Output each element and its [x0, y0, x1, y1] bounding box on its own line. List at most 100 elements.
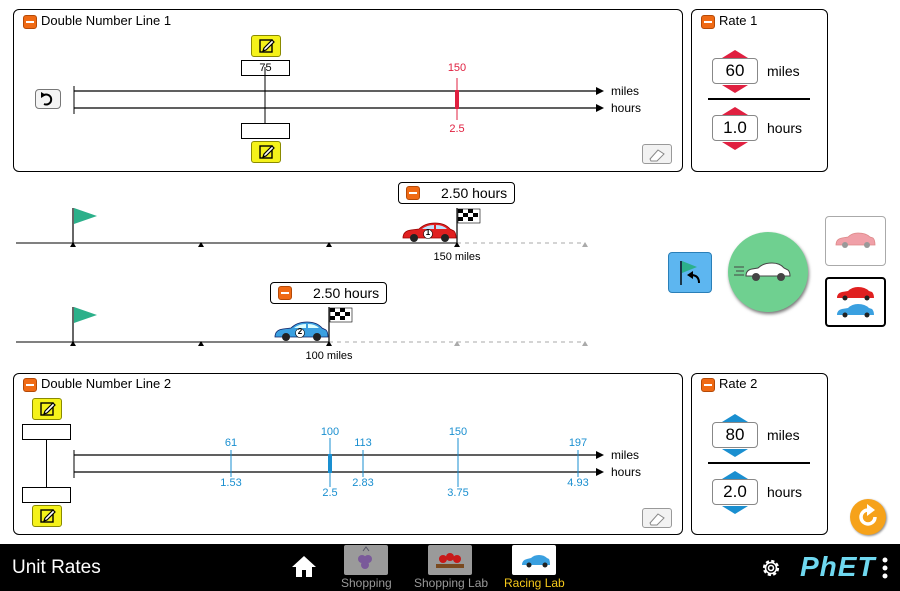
- shopping-thumbnail: [344, 545, 388, 575]
- grape-bag-icon: [358, 546, 372, 569]
- rate1-collapse-button[interactable]: [701, 15, 715, 29]
- tab-racing-lab[interactable]: Racing Lab: [502, 544, 566, 591]
- rate1-numerator-up-arrow[interactable]: [722, 49, 748, 59]
- one-car-mode-button[interactable]: [825, 216, 886, 266]
- tab-label: Racing Lab: [504, 576, 565, 590]
- phet-menu-button[interactable]: [881, 557, 889, 579]
- rate2-denominator-unit: hours: [767, 484, 803, 500]
- dnl1-edit-top-button[interactable]: [251, 35, 281, 57]
- gear-icon: [762, 559, 780, 577]
- app-title: Unit Rates: [12, 557, 101, 578]
- double-number-line-1-panel: Double Number Line 1 75 150 2.5 miles ho…: [13, 9, 683, 172]
- dnl1-marker-top-label: 150: [447, 62, 467, 74]
- track1-distance: 150 miles: [433, 251, 481, 263]
- dnl2-edit-bottom-button[interactable]: [32, 505, 62, 527]
- single-car-icon: [835, 232, 876, 248]
- rate2-title: Rate 2: [719, 376, 758, 391]
- tab-label: Shopping Lab: [414, 576, 489, 590]
- rate1-denominator-up-arrow[interactable]: [722, 106, 748, 116]
- rate1-title: Rate 1: [719, 13, 758, 28]
- dnl2-tick-label-bottom: 1.53: [220, 477, 242, 489]
- rate2-numerator-value[interactable]: 80: [712, 422, 758, 448]
- start-race-button[interactable]: [728, 232, 808, 312]
- track2-timer: 2.50 hours: [270, 282, 387, 304]
- flag-return-icon: [680, 261, 700, 285]
- pencil-icon: [259, 39, 275, 53]
- dnl2-top-value-box[interactable]: [22, 424, 71, 440]
- rate1-numerator-value[interactable]: 60: [712, 58, 758, 84]
- car-2-number: 2: [297, 327, 303, 336]
- rate-1-panel: Rate 1 60 miles 1.0 hours: [691, 9, 828, 172]
- pencil-icon: [40, 509, 56, 523]
- car-1: 1: [401, 221, 457, 243]
- home-icon: [292, 556, 316, 577]
- dnl2-bottom-value-box[interactable]: [22, 487, 71, 503]
- pencil-icon: [40, 402, 56, 416]
- rate2-numerator-down-arrow[interactable]: [722, 448, 748, 458]
- track2-finish-flag: [328, 307, 353, 342]
- rate2-numerator-unit: miles: [767, 427, 800, 443]
- track1-timer-value: 2.50 hours: [441, 185, 508, 201]
- dnl1-eraser-button[interactable]: [642, 144, 672, 164]
- rate-2-panel: Rate 2 80 miles 2.0 hours: [691, 373, 828, 535]
- track2-timer-value: 2.50 hours: [313, 285, 380, 301]
- reset-all-button[interactable]: [850, 499, 886, 535]
- dnl2-edit-connector: [46, 440, 47, 487]
- eraser-icon: [649, 513, 665, 526]
- track1-finish-flag: [456, 208, 481, 243]
- rate1-fraction-bar: [708, 98, 810, 100]
- undo-icon: [41, 92, 53, 106]
- rate1-denominator-unit: hours: [767, 120, 803, 136]
- two-cars-icon: [837, 287, 874, 318]
- settings-button[interactable]: [759, 556, 783, 580]
- track2-timer-collapse-button[interactable]: [278, 286, 292, 300]
- rate1-numerator-down-arrow[interactable]: [722, 84, 748, 94]
- car-2: 2: [273, 320, 329, 342]
- dnl1-collapse-button[interactable]: [23, 15, 37, 29]
- blue-car-icon: [274, 321, 329, 341]
- dnl1-title: Double Number Line 1: [41, 13, 172, 28]
- dnl2-edit-top-button[interactable]: [32, 398, 62, 420]
- dnl2-axes: [73, 438, 604, 487]
- rate1-numerator-unit: miles: [767, 63, 800, 79]
- two-car-mode-button[interactable]: [825, 277, 886, 327]
- dnl2-tick-label-top: 113: [354, 437, 372, 449]
- dnl1-top-unit: miles: [611, 84, 640, 98]
- tab-shopping-lab[interactable]: Shopping Lab: [410, 544, 490, 591]
- racing-lab-thumbnail: [512, 545, 556, 575]
- red-car-icon: [402, 222, 457, 242]
- track1-timer-collapse-button[interactable]: [406, 186, 420, 200]
- race-tracks: [16, 208, 588, 346]
- rate1-denominator-value[interactable]: 1.0: [712, 115, 758, 141]
- apples-icon: [436, 553, 464, 568]
- eraser-icon: [649, 149, 665, 162]
- rate2-denominator-value[interactable]: 2.0: [712, 479, 758, 505]
- track1-timer: 2.50 hours: [398, 182, 515, 204]
- dnl2-tick-label-bottom: 4.93: [567, 477, 589, 489]
- rate2-numerator-up-arrow[interactable]: [722, 413, 748, 423]
- reset-race-button[interactable]: [668, 252, 712, 293]
- dnl2-tick-label-top: 150: [448, 426, 468, 438]
- double-number-line-2-panel: Double Number Line 2 61 1.53 100 2.5 113…: [13, 373, 683, 535]
- dnl1-undo-button[interactable]: [35, 89, 61, 109]
- tab-shopping[interactable]: Shopping: [336, 544, 396, 591]
- track1-start-flag: [72, 208, 97, 243]
- home-button[interactable]: [290, 554, 318, 580]
- dnl2-tick-label-bottom: 2.5: [322, 487, 338, 499]
- rate2-collapse-button[interactable]: [701, 378, 715, 392]
- car-go-icon: [734, 262, 791, 281]
- rate1-denominator-down-arrow[interactable]: [722, 141, 748, 151]
- dnl2-tick-label-bottom: 2.83: [352, 477, 374, 489]
- rate2-denominator-up-arrow[interactable]: [722, 470, 748, 480]
- dnl2-tick-label-top: 100: [320, 426, 340, 438]
- rate2-denominator-down-arrow[interactable]: [722, 505, 748, 515]
- dnl2-collapse-button[interactable]: [23, 378, 37, 392]
- track2-distance: 100 miles: [305, 350, 353, 362]
- dnl1-edit-bottom-button[interactable]: [251, 141, 281, 163]
- tab-label: Shopping: [341, 576, 392, 590]
- dnl2-eraser-button[interactable]: [642, 508, 672, 528]
- phet-logo-text: PhET: [800, 551, 876, 582]
- dnl2-title: Double Number Line 2: [41, 376, 172, 391]
- dnl1-bottom-value-box[interactable]: [241, 123, 290, 139]
- car-1-number: 1: [425, 228, 431, 237]
